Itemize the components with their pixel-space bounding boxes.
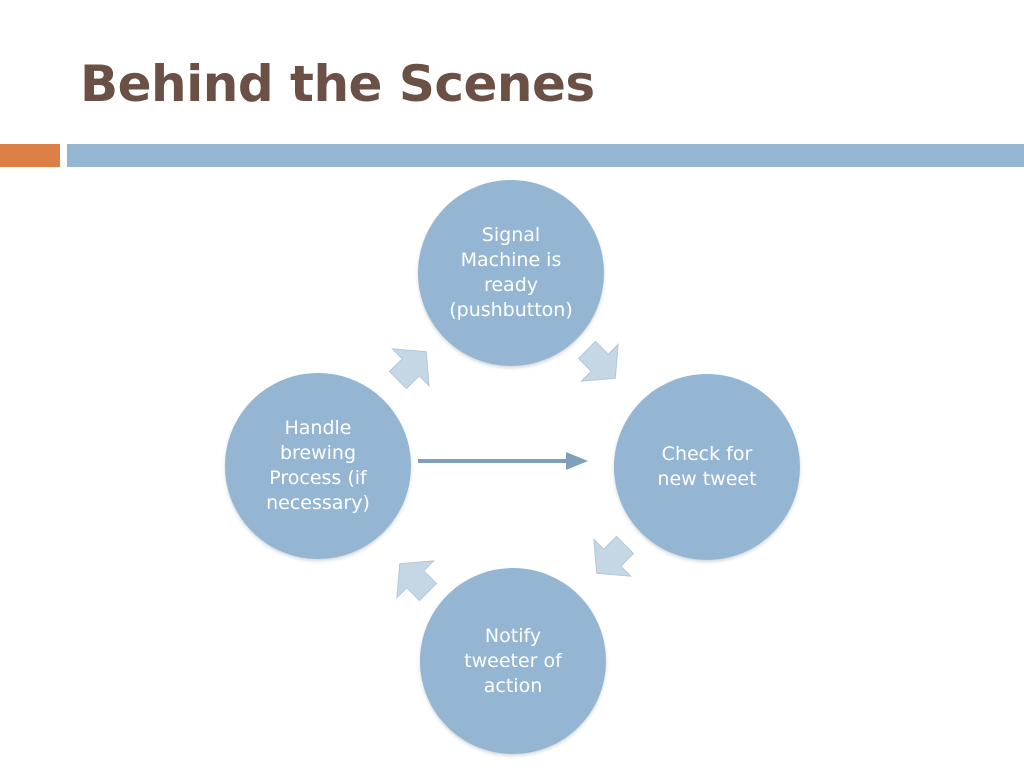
cycle-arrow-bottom-to-left	[396, 560, 438, 602]
cycle-arrow-top-to-right	[577, 340, 619, 382]
node-handle-brewing-process: Handle brewing Process (if necessary)	[225, 373, 411, 559]
node-label: Signal Machine is ready (pushbutton)	[449, 224, 573, 321]
cycle-arrow-right-to-bottom	[593, 535, 635, 577]
connector-arrow-head	[566, 452, 588, 470]
cycle-arrow-left-to-top	[388, 348, 430, 390]
slide-title: Behind the Scenes	[80, 55, 595, 113]
node-label: Handle brewing Process (if necessary)	[266, 417, 370, 514]
node-check-for-new-tweet: Check for new tweet	[614, 374, 800, 560]
title-rule-bar	[67, 144, 1024, 167]
node-signal-machine-ready: Signal Machine is ready (pushbutton)	[418, 180, 604, 366]
node-label: Notify tweeter of action	[464, 624, 562, 697]
node-notify-tweeter: Notify tweeter of action	[420, 568, 606, 754]
node-label: Check for new tweet	[657, 443, 757, 490]
title-accent-bar	[0, 144, 60, 167]
